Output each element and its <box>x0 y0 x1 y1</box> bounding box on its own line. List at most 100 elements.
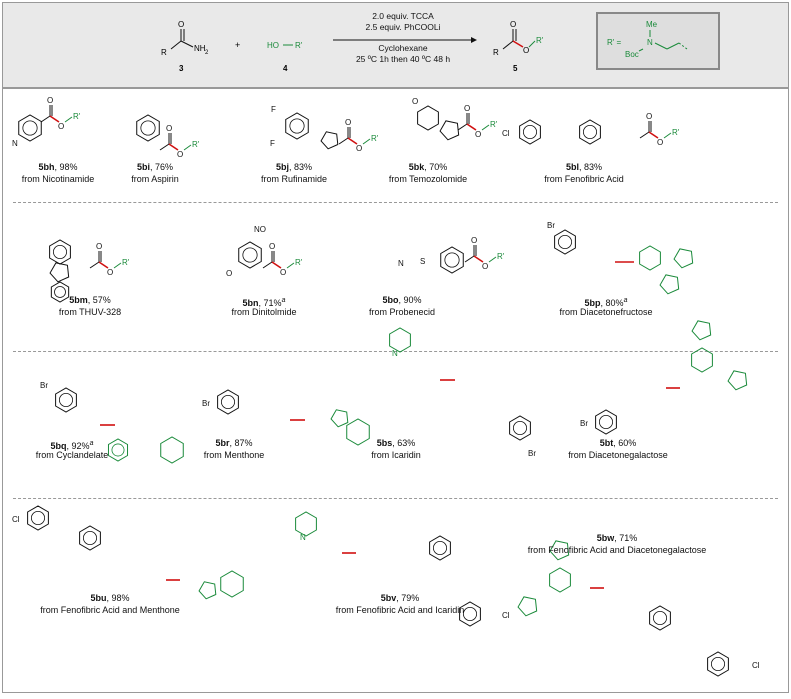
bn-o-ester: O <box>280 268 286 277</box>
rprime-label: R' = <box>607 38 622 47</box>
footnote-marker: a <box>623 297 628 304</box>
aspirin-ring <box>136 114 160 142</box>
bm-green-bond <box>113 262 122 269</box>
bk-rprime: R' <box>490 120 498 129</box>
bt-aryl <box>595 409 617 435</box>
bl-ester-bond <box>648 131 659 139</box>
footnote-marker: a <box>281 297 286 304</box>
bn-green-bond <box>286 262 295 269</box>
bi-rprime: R' <box>192 140 200 149</box>
no2-top: NO <box>254 225 266 234</box>
amide-o: O <box>178 20 184 29</box>
br-dioxolane <box>330 409 349 428</box>
compound-yield: , 90% <box>398 295 422 305</box>
compound-id: 5bs <box>376 438 393 448</box>
footnote-marker: a <box>89 440 94 447</box>
compound-source-5bp: from Diacetonefructose <box>559 307 653 317</box>
bu-aryl-b-aromatic <box>83 531 98 546</box>
bv-aryl-a <box>429 535 451 561</box>
compound-yield: , 71% <box>258 298 282 308</box>
compound-source-5bo: from Probenecid <box>368 307 436 317</box>
dioxolane-b <box>659 274 680 295</box>
bu-aryl-a <box>27 505 49 531</box>
bn-rprime: R' <box>295 258 303 267</box>
compound-id: 5bl <box>565 162 579 172</box>
bw-aryl-b-aromatic <box>711 657 726 672</box>
bl-c-bond <box>639 131 650 139</box>
substrate-scope-panel <box>2 88 789 693</box>
compound-label-5bw: 5bw, 71% <box>517 533 717 544</box>
compound-label-5bi: 5bi, 76% <box>55 162 255 173</box>
feno-cl: Cl <box>502 129 510 138</box>
product-id: 5 <box>513 64 518 73</box>
condition-solvent: Cyclohexane <box>378 43 428 53</box>
bk-ester-bond <box>466 123 477 131</box>
compound-label-5bq: 5bq, 92%a <box>0 438 172 452</box>
compound-label-5bp: 5bp, 80%a <box>506 295 706 309</box>
compound-yield: , 70% <box>424 162 448 172</box>
compound-source-5bn: from Dinitolmide <box>231 307 297 317</box>
row-divider-1 <box>13 202 778 203</box>
bs-piperidine <box>389 327 411 353</box>
compound-id: 5bo <box>382 295 399 305</box>
bl-green-bond <box>663 132 672 139</box>
dinitol-ring <box>238 241 262 269</box>
bj-green-bond <box>362 138 371 145</box>
pyridine-ring-aromatic <box>22 120 38 136</box>
dinitol-ring-aromatic <box>242 247 258 263</box>
feno-ring-a <box>519 119 541 145</box>
compound-id: 5bv <box>380 593 397 603</box>
compound-id: 5bk <box>408 162 425 172</box>
feno-ring-b-aromatic <box>583 125 598 140</box>
scheme-drawing: R O NH 2 3 + HO R' 4 R O O R' 5 R' = Me … <box>161 12 720 73</box>
compound-label-5bt: 5bt, 60% <box>518 438 718 449</box>
compound-yield: , 76% <box>150 162 174 172</box>
compound-id: 5bj <box>275 162 289 172</box>
compound-yield: , 63% <box>392 438 416 448</box>
bq-aryl <box>55 387 77 413</box>
ester-bond <box>512 40 524 48</box>
compound-source-5br: from Menthone <box>203 450 265 460</box>
bk-o-ester: O <box>475 130 481 139</box>
bk-c-bond <box>457 123 468 131</box>
bu-aryl-b <box>79 525 101 551</box>
bk-green-bond <box>481 124 490 131</box>
bo-green-bond <box>488 256 497 263</box>
compound-label-5bo: 5bo, 90% <box>302 295 502 306</box>
bl-o-carbonyl: O <box>646 112 652 121</box>
bi-c-bond <box>159 143 170 151</box>
row-divider-2 <box>13 351 778 352</box>
bp-aryl-aromatic <box>558 234 573 249</box>
reagent2-id: 4 <box>283 64 288 73</box>
br-aryl <box>217 389 239 415</box>
plus-sign: + <box>235 40 240 50</box>
compound-yield: , 98% <box>54 162 78 172</box>
bw-aryl-a-aromatic <box>653 611 668 626</box>
ester-structure <box>502 29 517 50</box>
compound-id: 5bh <box>38 162 55 172</box>
bw-dioxolane-b <box>517 596 538 617</box>
bp-br: Br <box>547 221 555 230</box>
aspirin-ring-aromatic <box>140 120 156 136</box>
dioxolane-a <box>673 248 694 269</box>
bn-o-carbonyl: O <box>269 242 275 251</box>
bt-br: Br <box>580 419 588 428</box>
ester-rp: R' <box>536 36 544 45</box>
compound-source-5bk: from Temozolomide <box>388 174 468 184</box>
compound-yield: , 60% <box>613 438 637 448</box>
compound-id: 5bi <box>136 162 150 172</box>
benzo-ring <box>50 281 70 303</box>
br-menthyl <box>346 418 370 446</box>
pyridine-ring <box>18 114 42 142</box>
benzo-ring-aromatic <box>54 286 66 298</box>
bo-rprime: R' <box>497 252 505 261</box>
bw-cl: Cl <box>752 661 760 670</box>
f-bottom: F <box>270 139 275 148</box>
temo-o: O <box>412 97 418 106</box>
bj-ester-bond <box>347 137 358 145</box>
bw-galactose <box>549 567 571 593</box>
bi-o-carbonyl: O <box>166 124 172 133</box>
compound-source-5bh: from Nicotinamide <box>21 174 95 184</box>
bv-aryl-a-aromatic <box>432 541 447 556</box>
